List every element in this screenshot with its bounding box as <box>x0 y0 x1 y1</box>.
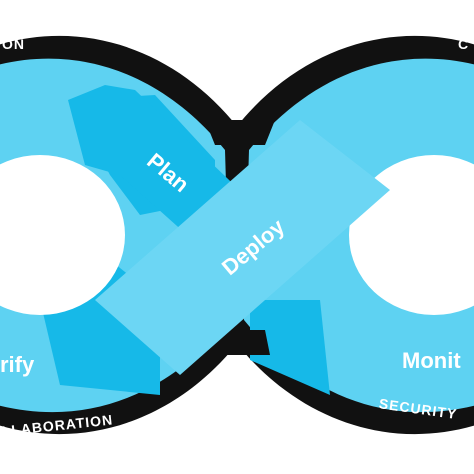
stage-label-verify: rify <box>0 352 35 377</box>
right-loop-lower-segment <box>250 300 330 395</box>
left-loop-hole <box>0 155 125 315</box>
inner-crossing-upper <box>205 120 275 145</box>
deploy-band <box>95 120 390 375</box>
stage-label-monitor: Monit <box>402 348 461 373</box>
band-label-top-right: C <box>458 36 469 52</box>
band-label-top-left: ON <box>2 36 25 52</box>
